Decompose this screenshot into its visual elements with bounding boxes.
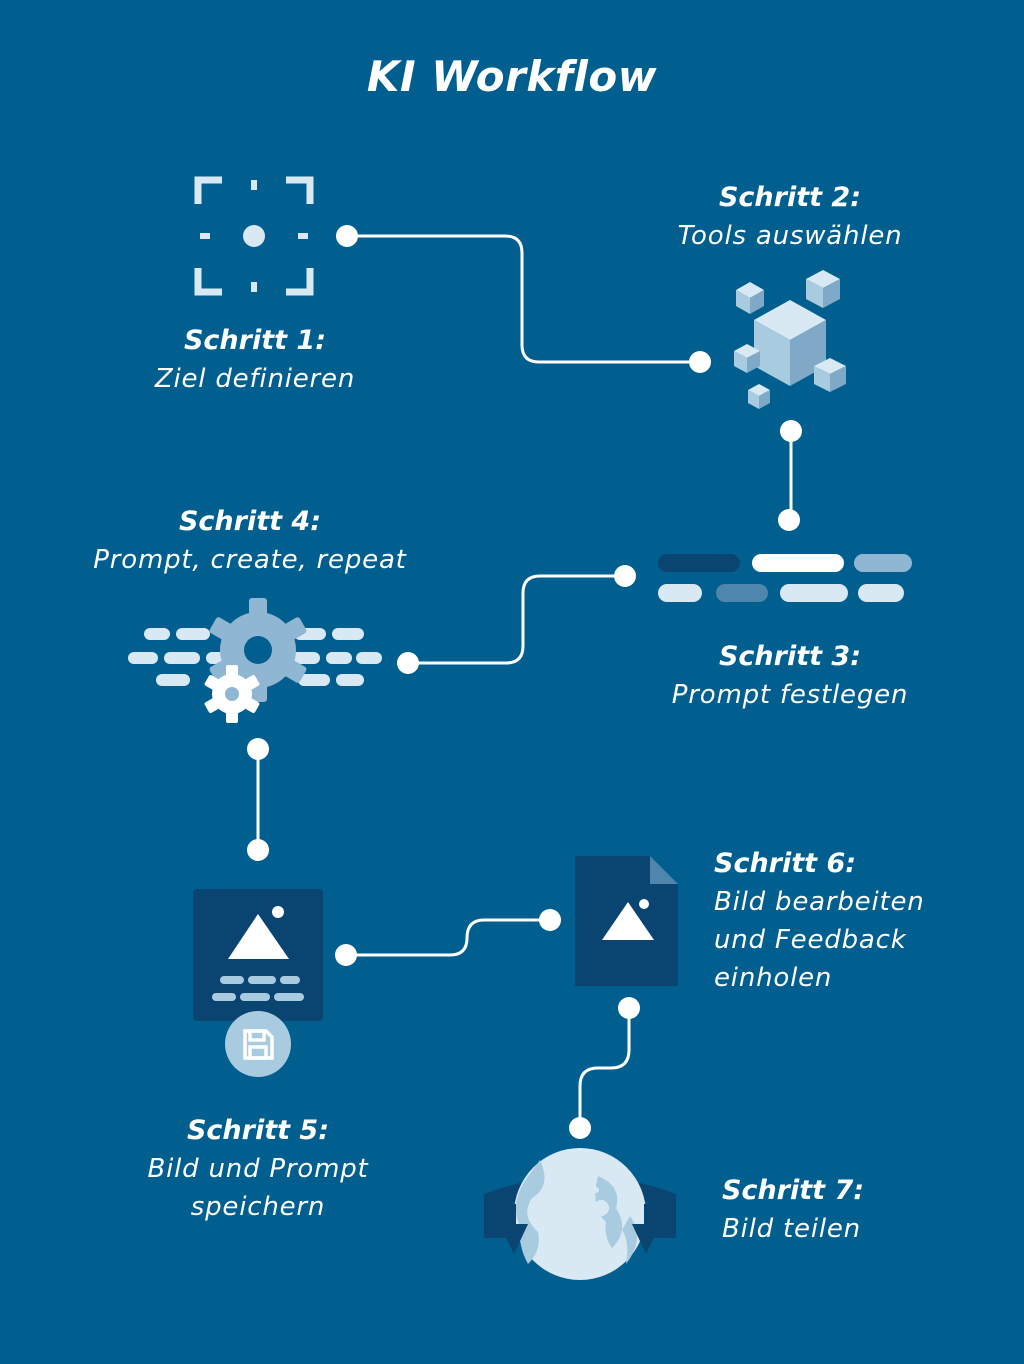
step-7-label: Schritt 7: xyxy=(722,1175,865,1206)
step-5-label: Schritt 5: xyxy=(186,1115,330,1146)
step-4: Schritt 4: Prompt, create, repeat xyxy=(60,503,440,579)
step-3-desc: Prompt festlegen xyxy=(671,680,909,710)
connector-3-4 xyxy=(408,574,625,665)
step-1-label: Schritt 1: xyxy=(183,325,327,356)
step-5: Schritt 5: Bild und Prompt speichern xyxy=(108,1112,408,1226)
step-1: Schritt 1: Ziel definieren xyxy=(110,322,400,398)
globe-share-icon xyxy=(484,1148,676,1280)
step-5-desc: Bild und Prompt speichern xyxy=(147,1154,369,1222)
step-7-desc: Bild teilen xyxy=(722,1214,861,1244)
save-image-icon xyxy=(193,889,323,1077)
step-2-label: Schritt 2: xyxy=(718,182,862,213)
step-2-desc: Tools auswählen xyxy=(677,221,903,251)
connector-1-2 xyxy=(347,234,700,364)
connector-6-7 xyxy=(578,1008,631,1128)
connector-5-6 xyxy=(346,918,550,957)
image-file-icon xyxy=(575,856,678,986)
step-3: Schritt 3: Prompt festlegen xyxy=(630,638,950,714)
step-4-label: Schritt 4: xyxy=(178,506,322,537)
step-1-desc: Ziel definieren xyxy=(154,364,356,394)
cubes-icon xyxy=(734,270,846,409)
step-4-desc: Prompt, create, repeat xyxy=(93,545,407,575)
target-icon xyxy=(194,176,314,296)
step-6: Schritt 6: Bild bearbeiten und Feedback … xyxy=(714,845,1004,997)
step-6-desc: Bild bearbeiten und Feedback einholen xyxy=(714,887,925,993)
step-6-label: Schritt 6: xyxy=(714,848,857,879)
page-title: KI Workflow xyxy=(366,52,658,101)
prompt-bars-icon xyxy=(658,554,912,602)
step-2: Schritt 2: Tools auswählen xyxy=(640,179,940,255)
step-7: Schritt 7: Bild teilen xyxy=(722,1172,1002,1248)
gears-icon xyxy=(128,598,382,723)
step-3-label: Schritt 3: xyxy=(718,641,862,672)
